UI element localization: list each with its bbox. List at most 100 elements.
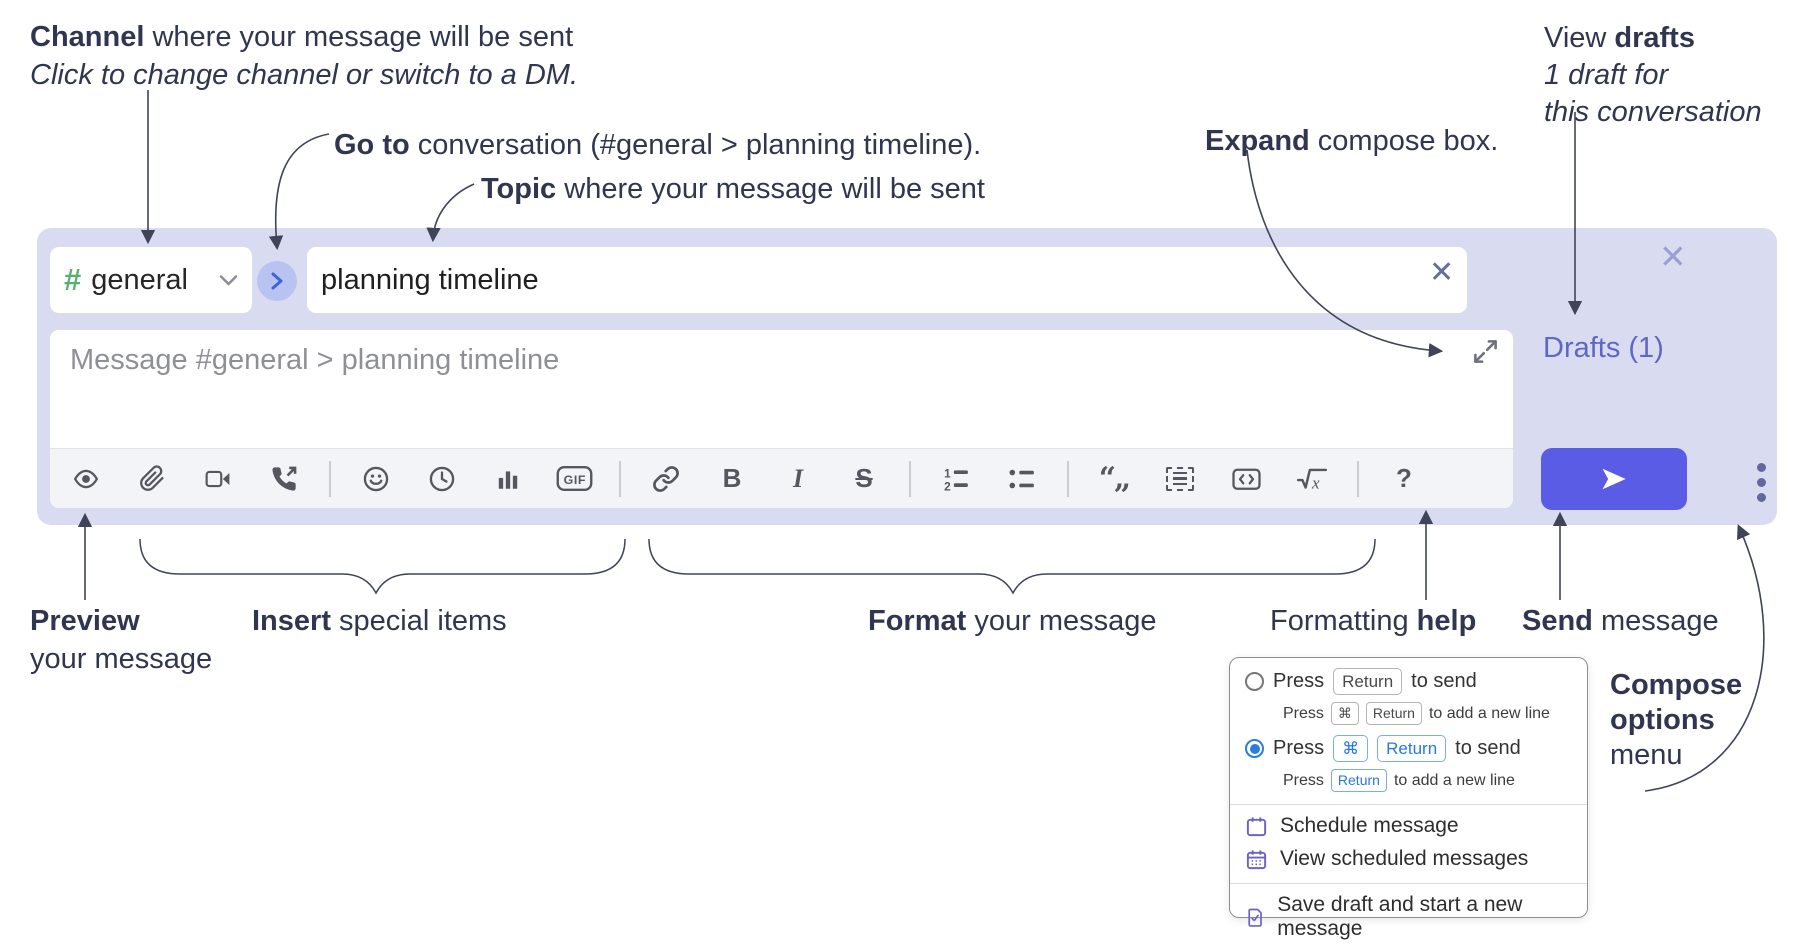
channel-name: general [91,263,188,296]
annotation-insert-rest: special items [330,605,507,637]
option2-sub-press: Press [1283,771,1324,789]
annotation-topic-rest: where your message will be sent [556,173,985,205]
compose-options-menu: Press Return to send Press ⌘ Return to a… [1229,657,1588,940]
video-call-button[interactable] [185,449,251,508]
bulleted-list-icon [1009,469,1034,488]
quote-button[interactable]: “„ [1081,449,1147,508]
svg-text:2: 2 [944,479,951,492]
menu-item-label: Schedule message [1280,814,1459,837]
annotation-channel-line2: Click to change channel or switch to a D… [30,59,579,91]
annotation-compose-options-line1: Compose [1610,669,1743,701]
spoiler-button[interactable] [1147,449,1213,508]
bold-button[interactable]: B [699,449,765,508]
bold-icon: B [722,463,742,493]
expand-compose-icon[interactable] [1472,338,1499,368]
gif-button[interactable]: GIF [541,449,607,508]
channel-hash-icon: # [64,262,82,297]
phone-outgoing-icon [272,466,297,491]
attach-file-button[interactable] [119,449,185,508]
kbd-cmd: ⌘ [1330,702,1359,725]
drafts-link[interactable]: Drafts (1) [1543,332,1664,364]
annotation-send: Send message [1522,602,1719,640]
option-enter-to-send-subtext: Press ⌘ Return to add a new line [1230,695,1587,725]
strikethrough-button[interactable]: S [831,449,897,508]
option-enter-to-send[interactable]: Press Return to send [1230,658,1587,695]
numbered-list-icon: 12 [944,466,968,492]
annotation-send-bold: Send [1522,605,1593,637]
italic-icon: I [792,463,804,493]
annotation-insert: Insert special items [252,602,507,640]
radio-unselected-icon[interactable] [1245,672,1264,691]
voice-call-button[interactable] [251,449,317,508]
send-button[interactable] [1541,448,1687,510]
video-camera-icon [205,470,230,487]
annotation-view-drafts-bold: drafts [1614,22,1695,54]
annotation-send-rest: message [1592,605,1719,637]
send-arrow-icon [1602,468,1626,490]
topic-input[interactable] [307,247,1467,313]
emoji-button[interactable] [343,449,409,508]
channel-selector[interactable]: # general [50,247,252,313]
go-to-conversation-button[interactable] [257,261,297,301]
toolbar-divider [897,449,923,508]
annotation-topic: Topic where your message will be sent [481,170,985,208]
question-mark-icon: ? [1396,463,1412,493]
option1-sub-press: Press [1283,704,1324,722]
compose-close-icon[interactable]: ✕ [1659,238,1687,275]
option1-sub-suffix: to add a new line [1428,704,1550,722]
annotation-view-drafts-pre: View [1544,22,1615,54]
link-button[interactable] [633,449,699,508]
paperclip-icon [139,465,164,491]
annotation-view-drafts: View drafts 1 draft for this conversatio… [1544,20,1762,131]
toolbar-divider [317,449,343,508]
kbd-return-blue: Return [1330,769,1387,792]
svg-text:1: 1 [944,466,951,480]
strikethrough-icon: S [855,463,873,493]
annotation-expand-bold: Expand [1205,125,1310,157]
option2-sub-suffix: to add a new line [1393,771,1515,789]
bulleted-list-button[interactable] [989,449,1055,508]
topic-clear-icon[interactable]: ✕ [1429,256,1455,289]
time-mention-button[interactable] [409,449,475,508]
annotation-view-drafts-line2: 1 draft for [1544,59,1669,91]
radio-selected-icon[interactable] [1245,739,1264,758]
option1-press: Press [1273,670,1325,692]
annotation-channel-bold: Channel [30,21,145,53]
svg-text:x: x [1311,473,1320,491]
brace-insert [139,538,626,595]
italic-button[interactable]: I [765,449,831,508]
menu-item-label: View scheduled messages [1280,847,1529,870]
menu-item-schedule-message[interactable]: Schedule message [1230,805,1587,838]
math-button[interactable]: x [1279,449,1345,508]
option2-press: Press [1273,737,1325,759]
ellipsis-dot [1756,492,1766,502]
option-cmd-enter-to-send[interactable]: Press ⌘ Return to send [1230,725,1587,762]
annotation-compose-options-line2: options [1610,704,1715,736]
menu-divider [1230,883,1587,884]
poll-button[interactable] [475,449,541,508]
eye-icon [73,469,99,488]
calendar-icon [1246,816,1267,836]
annotation-preview-line2: your message [30,643,213,675]
code-button[interactable] [1213,449,1279,508]
preview-button[interactable] [53,449,119,508]
ellipsis-dot [1756,462,1766,472]
annotation-expand: Expand compose box. [1205,122,1498,160]
toolbar-divider [1055,449,1081,508]
compose-options-button[interactable] [1739,458,1783,506]
annotation-format: Format your message [868,602,1157,640]
message-input[interactable] [50,330,1513,447]
formatting-help-button[interactable]: ? [1371,449,1437,508]
message-box: GIF B I S 12 “„ [50,330,1513,508]
chevron-down-icon [219,273,238,287]
annotation-insert-bold: Insert [252,605,331,637]
menu-divider [1230,804,1587,805]
compose-box-panel: # general ✕ ✕ [37,228,1777,525]
annotation-format-rest: your message [966,605,1157,637]
menu-item-save-draft[interactable]: Save draft and start a new message [1230,884,1587,941]
annotation-channel-rest: where your message will be sent [144,21,574,53]
menu-item-view-scheduled[interactable]: View scheduled messages [1230,838,1587,871]
option2-suffix: to send [1455,737,1521,759]
